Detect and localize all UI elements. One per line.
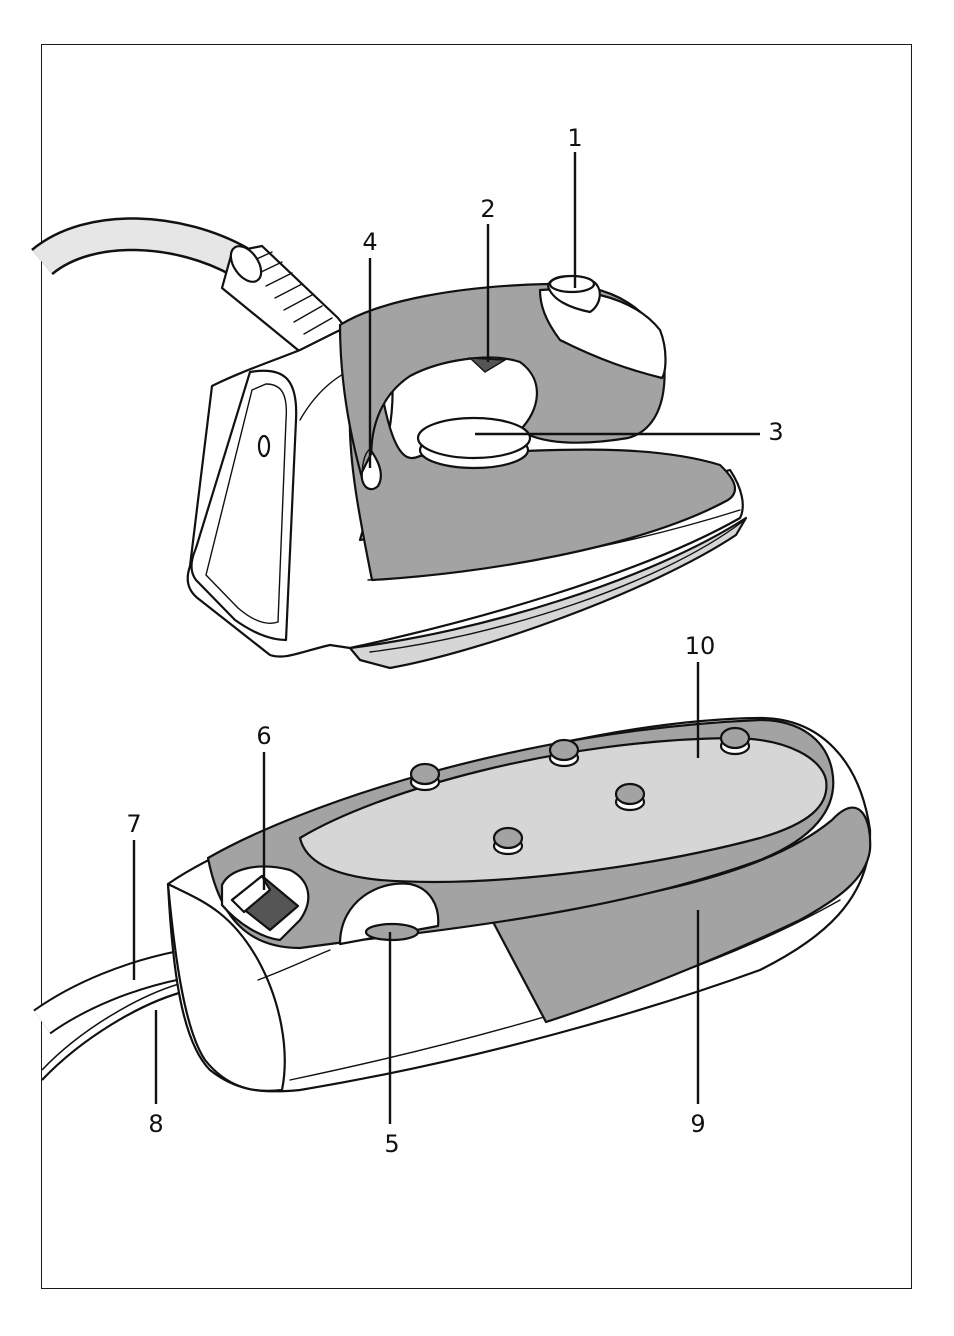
steam-hose <box>42 234 240 262</box>
base-cables <box>42 965 190 1080</box>
callout-5: 5 <box>384 1130 399 1158</box>
callout-7: 7 <box>126 810 141 838</box>
foot-2 <box>550 740 578 766</box>
base-station <box>42 718 870 1091</box>
callout-4: 4 <box>362 228 377 256</box>
steam-iron <box>42 234 746 668</box>
temperature-dial <box>418 418 530 468</box>
callout-2: 2 <box>480 195 495 223</box>
callout-3: 3 <box>768 418 783 446</box>
callout-9: 9 <box>690 1110 705 1138</box>
callout-6: 6 <box>256 722 271 750</box>
foot-3 <box>721 728 749 754</box>
callout-1: 1 <box>567 124 582 152</box>
foot-4 <box>616 784 644 810</box>
callout-10: 10 <box>685 632 716 660</box>
foot-1 <box>411 764 439 790</box>
callout-8: 8 <box>148 1110 163 1138</box>
foot-5 <box>494 828 522 854</box>
